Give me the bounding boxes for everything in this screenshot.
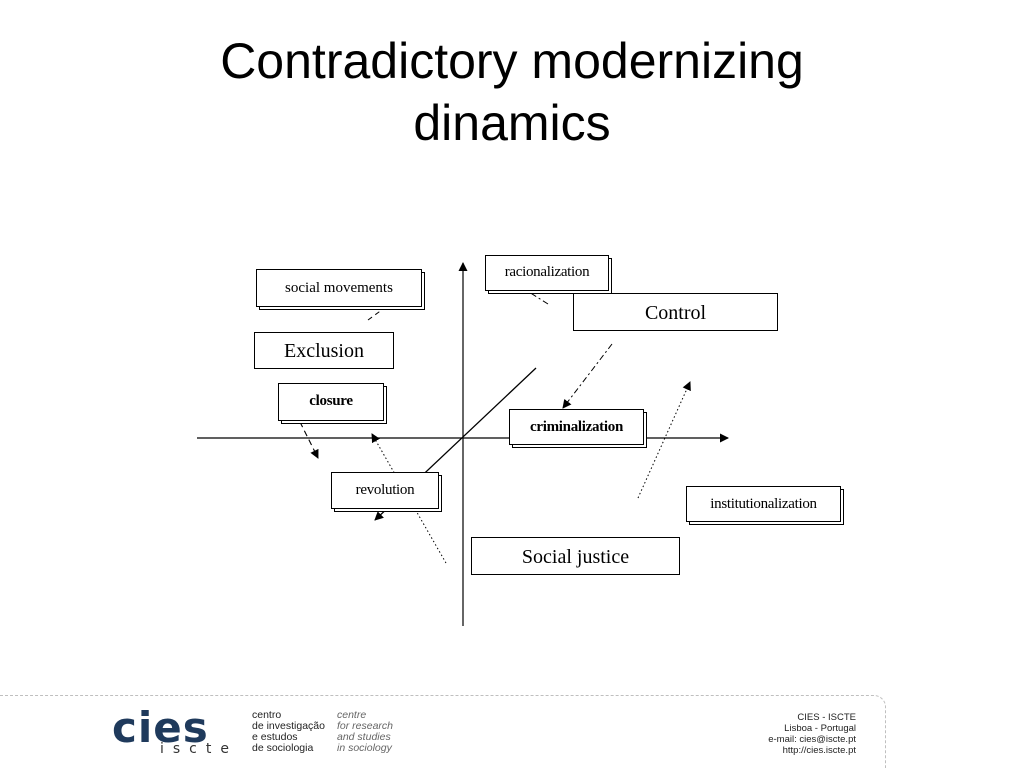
org-en-line: centre (337, 709, 367, 721)
dotted-exclusion-arrow (371, 433, 447, 564)
revolution-label: revolution (355, 482, 415, 498)
org-pt-line: e estudos (252, 731, 298, 743)
org-en-line: for research (337, 720, 394, 732)
exclusion-label: Exclusion (284, 340, 364, 362)
institutionalization-label: institutionalization (710, 496, 817, 512)
social-movements-box: social movements (256, 269, 422, 307)
closure-label: closure (309, 393, 353, 409)
org-name-english: centre for research and studies in socio… (337, 710, 393, 754)
social-justice-label: Social justice (521, 546, 630, 568)
slide-title-line-1: Contradictory modernizing (220, 33, 804, 89)
org-pt-line: centro (252, 709, 282, 721)
slide-title: Contradictory modernizing dinamics (0, 30, 1024, 154)
criminalization-box: criminalization (509, 409, 644, 445)
org-pt-line: de sociologia (252, 742, 314, 754)
racionalization-box: racionalization (485, 255, 609, 291)
closure-box: closure (278, 383, 384, 421)
contact-info: CIES - ISCTE Lisboa - Portugal e-mail: c… (768, 712, 856, 756)
control-label: Control (644, 302, 707, 324)
iscte-logo-text: iscte (160, 741, 238, 757)
contact-line: CIES - ISCTE (797, 712, 856, 723)
exclusion-box: Exclusion (254, 332, 394, 369)
criminalization-label: criminalization (530, 419, 623, 435)
org-en-line: and studies (337, 731, 391, 743)
revolution-box: revolution (331, 472, 439, 509)
org-pt-line: de investigação (252, 720, 325, 732)
contact-url[interactable]: http://cies.iscte.pt (782, 745, 856, 756)
footer-divider (0, 695, 886, 768)
contact-email[interactable]: e-mail: cies@iscte.pt (768, 734, 856, 745)
org-en-line: in sociology (337, 742, 392, 754)
org-name-portuguese: centro de investigação e estudos de soci… (252, 710, 325, 754)
control-box: Control (573, 293, 778, 331)
social-movements-label: social movements (285, 280, 393, 296)
criminalization-arrow (562, 343, 613, 409)
slide-title-line-2: dinamics (413, 95, 611, 151)
social-movements-arrow (367, 281, 421, 321)
racionalization-label: racionalization (504, 264, 590, 280)
cies-logo: cies (112, 703, 209, 752)
social-justice-box: Social justice (471, 537, 680, 575)
contact-line: Lisboa - Portugal (784, 723, 856, 734)
institutionalization-box: institutionalization (686, 486, 841, 522)
dotted-institutionalization-arrow (637, 381, 691, 499)
